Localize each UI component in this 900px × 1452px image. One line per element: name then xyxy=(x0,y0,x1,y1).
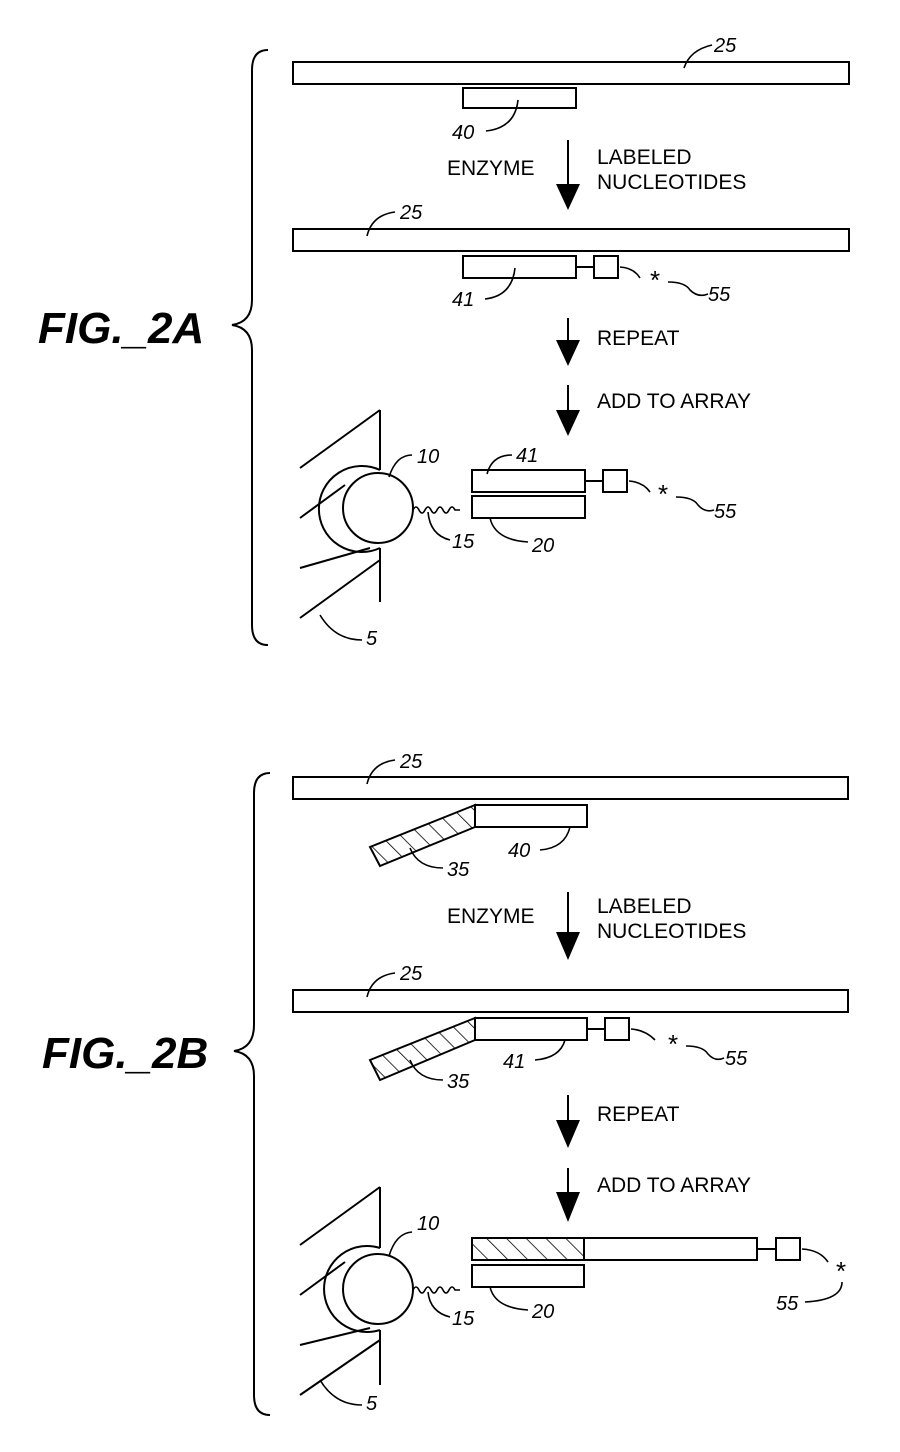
extended-41-2b xyxy=(474,1017,588,1041)
label-box-final xyxy=(775,1237,801,1261)
extended-strand xyxy=(583,1237,758,1261)
ref-55-2b: 55 xyxy=(725,1048,748,1070)
label-mark-2b: * xyxy=(668,1029,678,1059)
ref-20: 20 xyxy=(531,535,554,557)
bead-10 xyxy=(342,472,414,544)
linker-15-b xyxy=(412,1286,460,1294)
ref-15-b: 15 xyxy=(452,1308,475,1330)
figure-2b: FIG._2B 25 35 40 ENZYME LABELED NUCLEOTI… xyxy=(42,751,849,1416)
strand-25-top-b xyxy=(292,776,849,800)
step-nucleotides: NUCLEOTIDES xyxy=(597,171,746,194)
ref-5: 5 xyxy=(366,628,378,650)
ref-40: 40 xyxy=(452,122,474,144)
ref-35-b: 35 xyxy=(447,1071,470,1093)
ref-55-b: 55 xyxy=(714,501,737,523)
ref-20-b: 20 xyxy=(531,1301,554,1323)
probe-20 xyxy=(471,495,586,519)
ref-10-b: 10 xyxy=(417,1213,439,1235)
ref-35: 35 xyxy=(447,859,470,881)
step-labeled: LABELED xyxy=(597,146,692,169)
strand-25-top xyxy=(292,61,850,85)
ref-10: 10 xyxy=(417,446,439,468)
ref-55-final: 55 xyxy=(776,1293,799,1315)
primer-40 xyxy=(462,87,577,109)
ref-41: 41 xyxy=(452,289,474,311)
step-nucleotides-b: NUCLEOTIDES xyxy=(597,920,746,943)
step-add-to-array: ADD TO ARRAY xyxy=(597,390,751,413)
step-repeat-b: REPEAT xyxy=(597,1103,680,1126)
ref-25-b: 25 xyxy=(399,202,423,224)
strand-25-mid xyxy=(292,228,850,252)
label-box-2b xyxy=(604,1017,630,1041)
probe-20-b xyxy=(471,1264,585,1288)
step-labeled-b: LABELED xyxy=(597,895,692,918)
ref-41-b: 41 xyxy=(516,445,538,467)
step-enzyme: ENZYME xyxy=(447,157,535,180)
ref-15: 15 xyxy=(452,531,475,553)
ref-25-2b: 25 xyxy=(399,751,423,773)
extended-41 xyxy=(462,255,577,279)
ref-25-2b-b: 25 xyxy=(399,963,423,985)
linker-15 xyxy=(412,506,460,514)
brace-2a xyxy=(231,49,269,646)
extended-41-b xyxy=(471,469,586,493)
label-box-b xyxy=(602,469,628,493)
label-mark-final: * xyxy=(836,1256,846,1286)
ref-5-b: 5 xyxy=(366,1393,378,1415)
step-add-to-array-b: ADD TO ARRAY xyxy=(597,1174,751,1197)
ref-41-2b: 41 xyxy=(503,1051,525,1073)
strand-25-mid-b xyxy=(292,989,849,1013)
label-mark: * xyxy=(650,265,660,295)
figure-2a: FIG._2A 25 40 ENZYME LABELED NUCLEOTIDES… xyxy=(38,35,850,650)
primer-40-b xyxy=(474,804,588,828)
step-enzyme-b: ENZYME xyxy=(447,905,535,928)
ref-55: 55 xyxy=(708,284,731,306)
hatched-segment xyxy=(471,1237,585,1261)
bead-10-b xyxy=(342,1253,414,1325)
step-repeat: REPEAT xyxy=(597,327,680,350)
tail-35 xyxy=(368,803,476,868)
ref-25: 25 xyxy=(713,35,737,57)
label-mark-b: * xyxy=(658,479,668,509)
ref-40-b: 40 xyxy=(508,840,530,862)
figure-title-2b: FIG._2B xyxy=(42,1029,208,1078)
brace-2b xyxy=(233,772,271,1416)
figure-title-2a: FIG._2A xyxy=(38,304,204,353)
label-box xyxy=(593,255,619,279)
